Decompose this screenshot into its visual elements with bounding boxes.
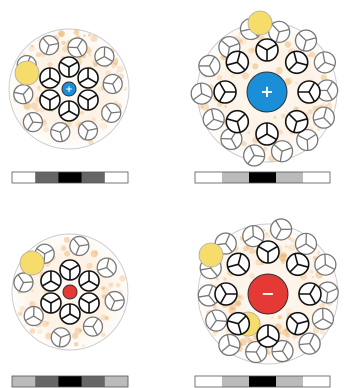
grayscale-strip bbox=[195, 376, 330, 387]
inner-water-molecule bbox=[41, 271, 61, 291]
strip-cell bbox=[195, 376, 222, 387]
outer-water-molecule bbox=[68, 38, 87, 57]
inner-water-molecule bbox=[79, 293, 99, 313]
strip-cell bbox=[195, 172, 222, 183]
inner-water-molecule bbox=[40, 68, 60, 88]
outer-water-molecule bbox=[191, 83, 212, 104]
outer-water-molecule bbox=[70, 236, 89, 255]
inner-water-molecule bbox=[226, 51, 248, 73]
outer-water-molecule bbox=[272, 141, 293, 162]
outer-water-molecule bbox=[14, 273, 33, 292]
outer-water-molecule bbox=[271, 219, 292, 240]
inner-water-molecule bbox=[257, 325, 279, 347]
outer-water-molecule bbox=[97, 258, 116, 277]
outer-water-molecule bbox=[102, 103, 121, 122]
outer-water-molecule bbox=[23, 113, 42, 132]
inner-water-molecule bbox=[78, 68, 98, 88]
outer-water-molecule bbox=[24, 307, 43, 326]
strip-cell bbox=[105, 172, 129, 183]
outer-water-molecule bbox=[105, 292, 124, 311]
strip-cell bbox=[249, 172, 276, 183]
outer-water-molecule bbox=[203, 109, 224, 130]
panel-top-right: + bbox=[191, 11, 337, 183]
strip-cell bbox=[222, 376, 249, 387]
outer-water-molecule bbox=[40, 36, 59, 55]
outer-water-molecule bbox=[314, 52, 335, 73]
strip-cell bbox=[82, 376, 106, 387]
strip-cell bbox=[276, 172, 303, 183]
outer-water-molecule bbox=[295, 233, 316, 254]
inner-water-molecule bbox=[79, 271, 99, 291]
strip-cell bbox=[303, 172, 330, 183]
inner-water-molecule bbox=[59, 101, 79, 121]
inner-water-molecule bbox=[60, 304, 80, 324]
outer-water-molecule bbox=[244, 145, 265, 166]
outer-water-molecule bbox=[14, 85, 33, 104]
panel-bottom-left bbox=[12, 234, 128, 387]
ion-charge-sign: − bbox=[261, 284, 274, 303]
outer-water-molecule bbox=[315, 254, 336, 275]
yellow-particle bbox=[15, 61, 39, 85]
strip-cell bbox=[58, 376, 82, 387]
ion-charge-sign: + bbox=[260, 82, 273, 101]
outer-water-molecule bbox=[206, 310, 227, 331]
outer-water-molecule bbox=[51, 328, 70, 347]
strip-cell bbox=[105, 376, 129, 387]
inner-water-molecule bbox=[298, 81, 320, 103]
inner-water-molecule bbox=[60, 260, 80, 280]
ion-charge-sign: + bbox=[65, 85, 73, 95]
inner-water-molecule bbox=[227, 313, 249, 335]
strip-cell bbox=[35, 172, 59, 183]
inner-water-molecule bbox=[59, 57, 79, 77]
outer-water-molecule bbox=[51, 123, 70, 142]
grayscale-strip bbox=[12, 172, 128, 183]
inner-water-molecule bbox=[287, 253, 309, 275]
outer-water-molecule bbox=[103, 74, 122, 93]
panel-bottom-right: − bbox=[195, 219, 338, 387]
strip-cell bbox=[222, 172, 249, 183]
inner-water-molecule bbox=[299, 283, 321, 305]
yellow-particle bbox=[248, 11, 272, 35]
inner-water-molecule bbox=[215, 283, 237, 305]
outer-water-molecule bbox=[95, 47, 114, 66]
strip-cell bbox=[12, 172, 36, 183]
inner-water-molecule bbox=[226, 111, 248, 133]
strip-cell bbox=[303, 376, 330, 387]
inner-water-molecule bbox=[256, 39, 278, 61]
outer-water-molecule bbox=[83, 317, 102, 336]
grayscale-strip bbox=[195, 172, 330, 183]
inner-water-molecule bbox=[40, 90, 60, 110]
inner-water-molecule bbox=[41, 293, 61, 313]
yellow-particle bbox=[20, 251, 44, 275]
strip-cell bbox=[35, 376, 59, 387]
inner-water-molecule bbox=[286, 111, 308, 133]
outer-water-molecule bbox=[199, 55, 220, 76]
yellow-particle bbox=[199, 243, 223, 267]
outer-water-molecule bbox=[313, 107, 334, 128]
central-ion bbox=[63, 285, 77, 299]
inner-water-molecule bbox=[286, 51, 308, 73]
panel-top-left: + bbox=[9, 29, 129, 183]
outer-water-molecule bbox=[78, 121, 97, 140]
strip-cell bbox=[58, 172, 82, 183]
outer-water-molecule bbox=[219, 334, 240, 355]
inner-water-molecule bbox=[214, 81, 236, 103]
inner-water-molecule bbox=[287, 313, 309, 335]
outer-water-molecule bbox=[312, 308, 333, 329]
inner-water-molecule bbox=[227, 253, 249, 275]
strip-cell bbox=[82, 172, 106, 183]
inner-water-molecule bbox=[256, 123, 278, 145]
inner-water-molecule bbox=[257, 241, 279, 263]
outer-water-molecule bbox=[296, 30, 317, 51]
strip-cell bbox=[249, 376, 276, 387]
outer-water-molecule bbox=[299, 333, 320, 354]
strip-cell bbox=[276, 376, 303, 387]
inner-water-molecule bbox=[78, 90, 98, 110]
grayscale-strip bbox=[12, 376, 128, 387]
strip-cell bbox=[12, 376, 36, 387]
